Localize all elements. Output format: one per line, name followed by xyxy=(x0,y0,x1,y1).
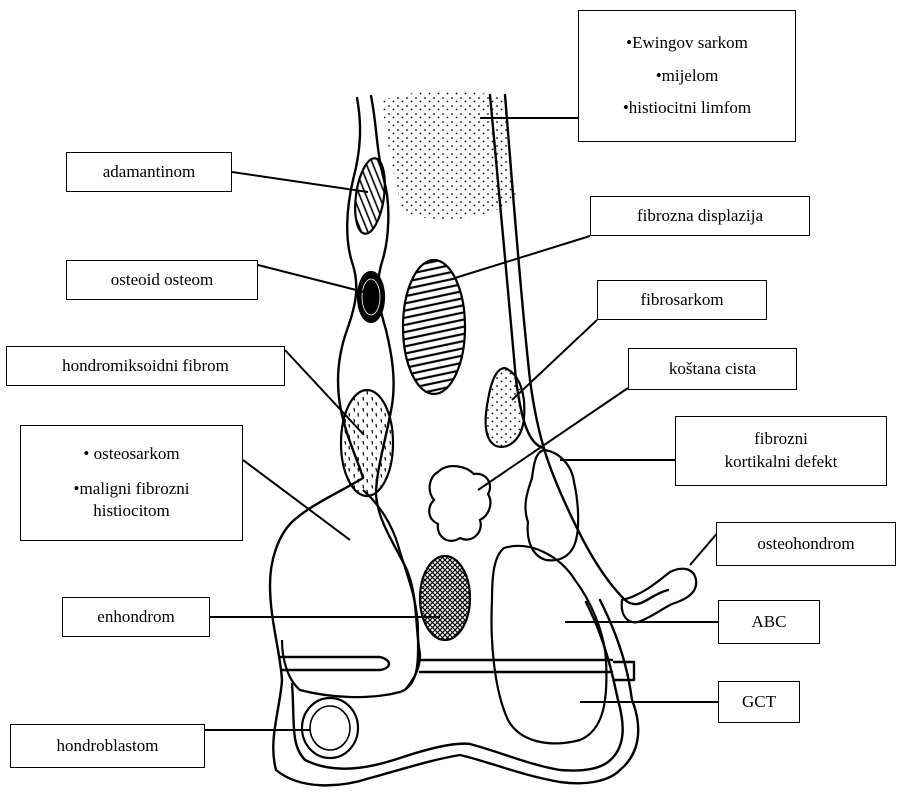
fibrous-cortical-defect-lesion xyxy=(525,450,578,560)
label-kortikalni-defekt: kortikalni defekt xyxy=(725,451,838,474)
bone-cyst-lesion xyxy=(429,466,490,541)
label-hondroblastom: hondroblastom xyxy=(10,724,205,768)
leader-osteosarkom xyxy=(243,460,350,540)
leader-adamantinom xyxy=(232,172,368,192)
label-hondromiksoidni-fibrom: hondromiksoidni fibrom xyxy=(6,346,285,386)
label-ewingov-sarkom: •Ewingov sarkom xyxy=(626,32,748,55)
enchondroma-lesion xyxy=(420,556,470,640)
label-ewing-group: •Ewingov sarkom •mijelom •histiocitni li… xyxy=(578,10,796,142)
right-metaphysis-inner xyxy=(586,602,623,762)
label-fibrozna-displazija: fibrozna displazija xyxy=(590,196,810,236)
label-histiocitni-limfom: •histiocitni limfom xyxy=(623,97,751,120)
label-mijelom: •mijelom xyxy=(656,65,719,88)
osteosarcoma-region xyxy=(282,490,418,697)
label-fibrosarkom: fibrosarkom xyxy=(597,280,767,320)
leader-hondromiksoidni xyxy=(285,350,364,435)
abc-gct-lesion xyxy=(492,546,607,743)
label-osteohondrom: osteohondrom xyxy=(716,522,896,566)
label-osteosarkom: • osteosarkom xyxy=(83,443,179,466)
fibrosarcoma-lesion xyxy=(486,368,525,447)
label-fibrozni: fibrozni xyxy=(754,428,808,451)
label-maligni-fibrozni: •maligni fibrozni xyxy=(74,478,190,501)
leader-fibrozna-displazija xyxy=(455,236,590,278)
leader-osteoid-osteom xyxy=(258,265,368,293)
label-osteosarkom-group: • osteosarkom •maligni fibrozni histioci… xyxy=(20,425,243,541)
chondromyxoid-fibroma-lesion xyxy=(341,390,393,496)
label-osteoid-osteom: osteoid osteom xyxy=(66,260,258,300)
fibrous-dysplasia-lesion xyxy=(403,260,465,394)
label-abc: ABC xyxy=(718,600,820,644)
label-gct: GCT xyxy=(718,681,800,723)
physis-left xyxy=(280,657,389,670)
label-kostana-cista: koštana cista xyxy=(628,348,797,390)
osteochondroma-lesion xyxy=(622,569,697,623)
label-enhondrom: enhondrom xyxy=(62,597,210,637)
physis-right xyxy=(420,660,612,672)
permeative-lesion xyxy=(382,91,516,220)
label-fibrozni-kortikalni-defekt: fibrozni kortikalni defekt xyxy=(675,416,887,486)
label-histiocitom: histiocitom xyxy=(93,500,170,523)
label-adamantinom: adamantinom xyxy=(66,152,232,192)
